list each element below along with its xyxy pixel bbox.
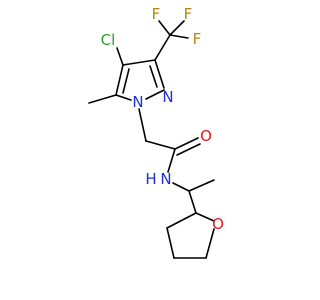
bond-c4-c3 <box>122 59 156 66</box>
atom-f-top-left: F <box>152 5 161 23</box>
bond-n1-ch2 <box>138 108 147 142</box>
atom-o-carbonyl: O <box>200 127 212 145</box>
atom-o-ring: O <box>212 215 224 233</box>
bonds <box>88 20 215 259</box>
bond-cf3-f-right <box>169 34 189 39</box>
bond-ch-methyl <box>188 179 215 192</box>
bond-c3-n2-double <box>149 65 158 88</box>
bond-thf-c2-o <box>195 212 215 222</box>
bond-carbonyl-o-double <box>176 143 201 156</box>
atom-f-top-right: F <box>184 5 193 23</box>
structure-canvas: Cl F F F N N O N H O <box>88 5 224 259</box>
bond-cf3-f-top-right <box>169 20 185 36</box>
bond-c3-n2 <box>154 59 165 89</box>
atom-f-right: F <box>193 30 202 48</box>
atom-labels: Cl F F F N N O N H O <box>101 5 224 233</box>
atom-n-ring-lower: N <box>132 93 143 111</box>
molecule-diagram: Cl F F F N N O N H O <box>88 5 224 259</box>
bond-thf-c3-c2 <box>166 212 197 229</box>
atom-cl: Cl <box>101 31 116 49</box>
bond-c4-c5 <box>115 64 124 96</box>
bond-carbonyl-nh <box>167 148 176 173</box>
bond-thf-c4-c3 <box>166 227 175 259</box>
bond-c5-methyl <box>88 94 117 104</box>
bond-cf3-f-top-left <box>158 20 171 36</box>
bond-n2-n1 <box>145 89 165 100</box>
bond-n1-c5 <box>115 94 132 101</box>
atom-h-amide: H <box>145 170 156 188</box>
atom-n-ring-upper: N <box>162 88 173 106</box>
bond-ch-thf <box>188 190 197 214</box>
bond-thf-o-c5 <box>205 228 215 259</box>
bond-c4-cl <box>116 47 124 66</box>
bond-ch2-carbonyl <box>145 140 176 150</box>
bond-carbonyl-o <box>174 137 199 150</box>
bond-c3-cf3 <box>154 34 171 61</box>
bond-nh-ch <box>172 182 190 192</box>
atom-n-amide: N <box>160 170 171 188</box>
bond-c4-c5-double <box>122 68 130 94</box>
